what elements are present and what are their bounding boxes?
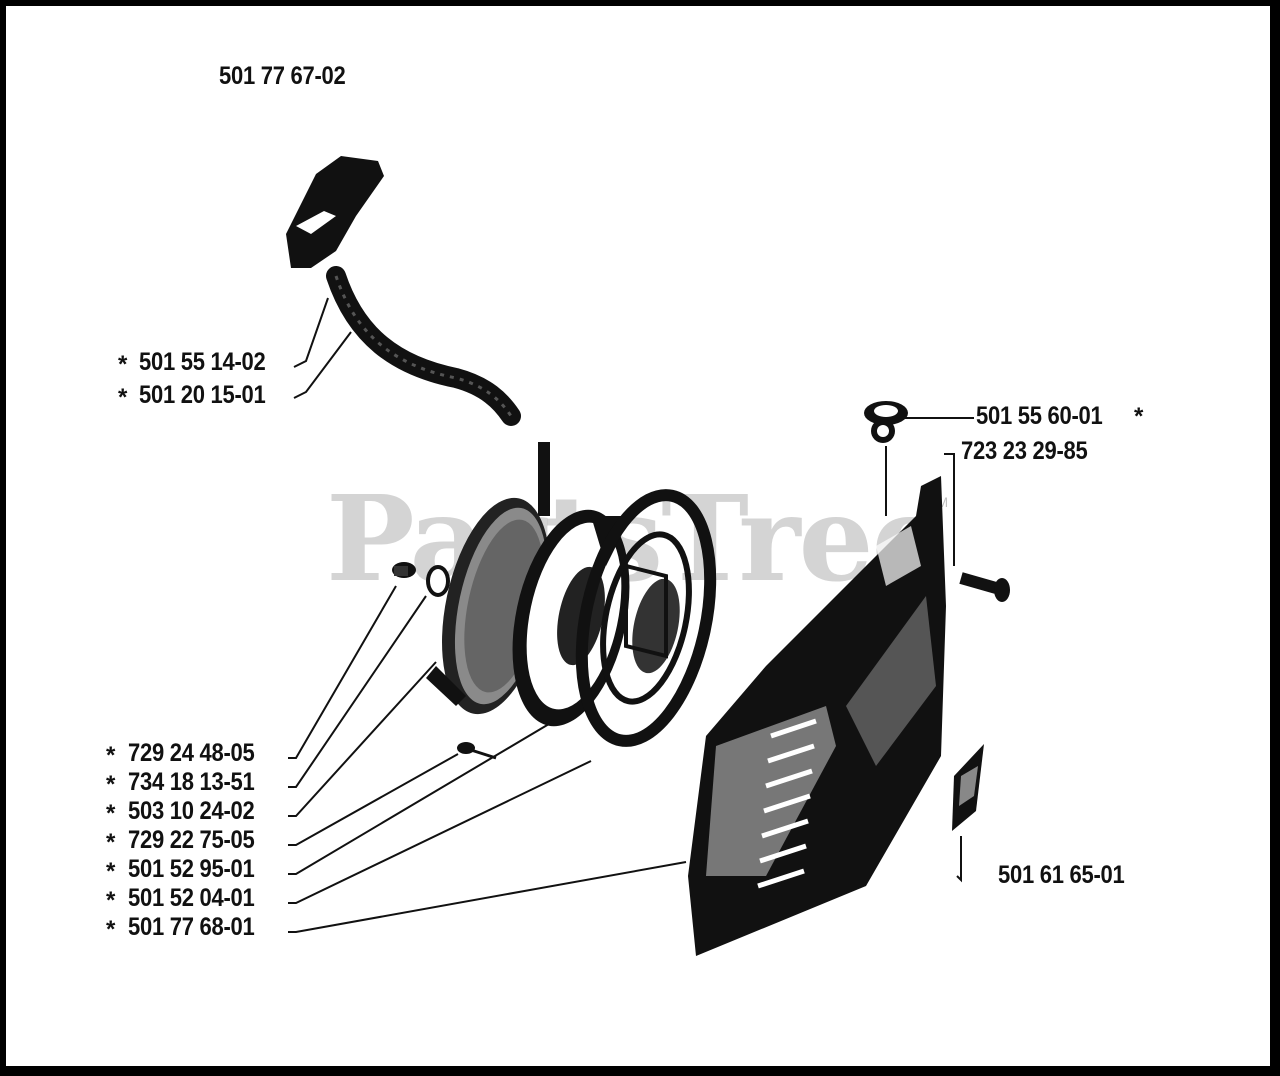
part-label-501-20-15-01: 501 20 15-01 xyxy=(139,381,266,409)
part-label-501-77-68-01: 501 77 68-01 xyxy=(128,913,255,941)
part-label-501-55-60-01: 501 55 60-01 xyxy=(976,402,1103,430)
asterisk-marker: * xyxy=(106,829,116,856)
part-label-729-24-48-05: 729 24 48-05 xyxy=(128,739,255,767)
spring-housing xyxy=(575,489,717,747)
asterisk-marker: * xyxy=(106,887,116,914)
part-label-501-52-95-01: 501 52 95-01 xyxy=(128,855,255,883)
exploded-view-drawing xyxy=(286,156,1010,956)
cover-plug xyxy=(864,401,908,516)
part-label-729-22-75-05: 729 22 75-05 xyxy=(128,826,255,854)
asterisk-marker: * xyxy=(118,351,128,378)
decal xyxy=(952,744,984,831)
asterisk-marker: * xyxy=(106,800,116,827)
part-label-501-61-65-01: 501 61 65-01 xyxy=(998,861,1125,889)
asterisk-marker: * xyxy=(1134,403,1144,430)
asterisk-marker: * xyxy=(106,916,116,943)
part-label-501-55-14-02: 501 55 14-02 xyxy=(139,348,266,376)
leader-lines xyxy=(288,297,974,933)
asterisk-marker: * xyxy=(106,771,116,798)
starter-cover xyxy=(688,476,946,956)
parts-diagram-canvas: PartsTree TM xyxy=(6,6,1270,1066)
asterisk-marker: * xyxy=(106,742,116,769)
screw-lower xyxy=(457,742,497,760)
starter-handle xyxy=(286,156,384,268)
screw-small xyxy=(392,562,416,578)
asterisk-marker: * xyxy=(118,384,128,411)
washer xyxy=(426,565,450,597)
part-label-503-10-24-02: 503 10 24-02 xyxy=(128,797,255,825)
starter-rope xyxy=(326,266,521,426)
screw-right xyxy=(959,572,1010,602)
part-label-734-18-13-51: 734 18 13-51 xyxy=(128,768,255,796)
part-label-723-23-29-85: 723 23 29-85 xyxy=(961,437,1088,465)
part-label-501-52-04-01: 501 52 04-01 xyxy=(128,884,255,912)
header-part-number: 501 77 67-02 xyxy=(219,62,346,90)
asterisk-marker: * xyxy=(106,858,116,885)
